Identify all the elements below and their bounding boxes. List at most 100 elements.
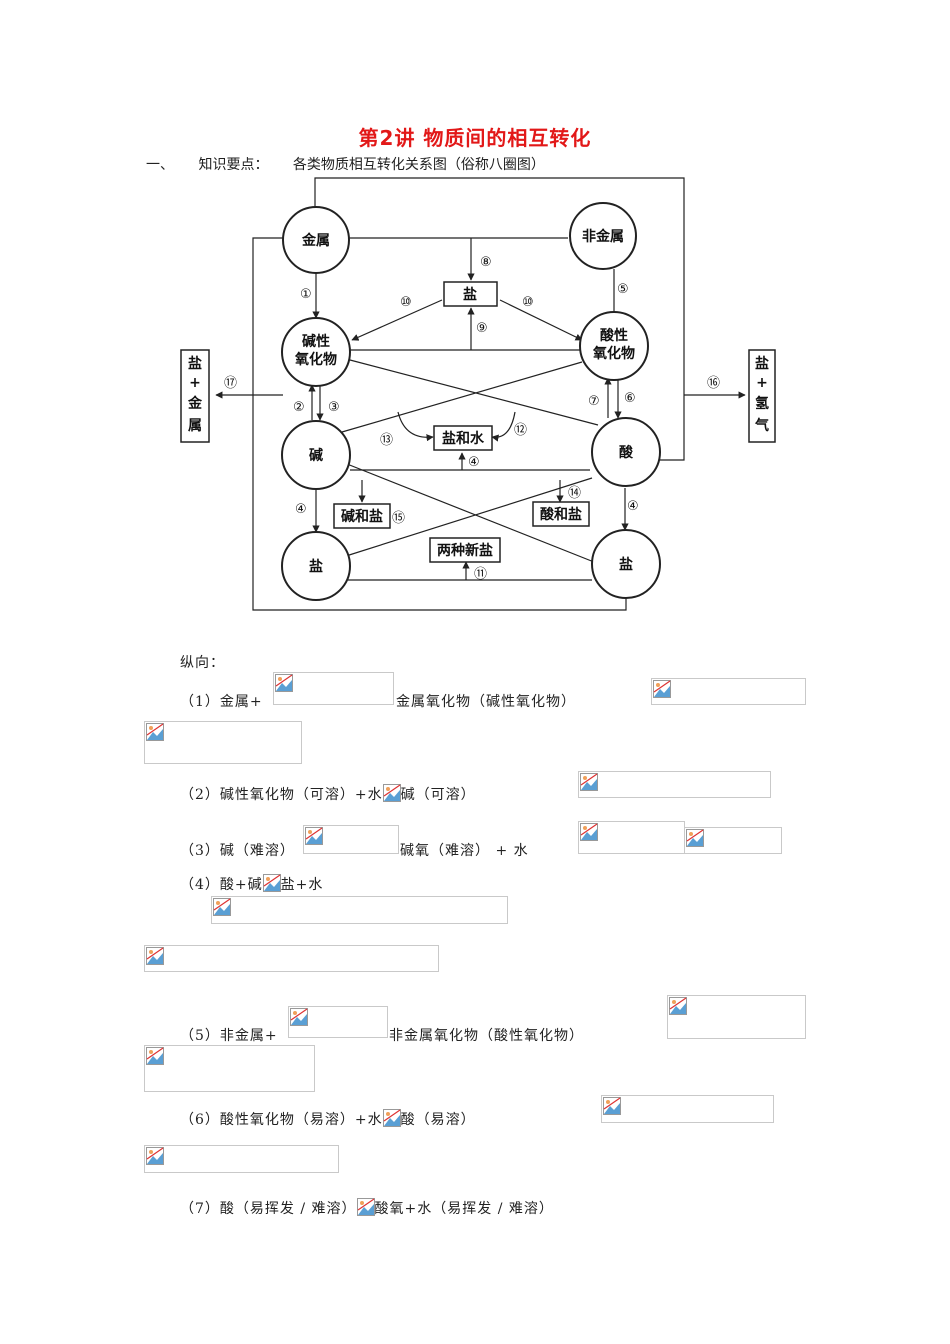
marker-2: ②: [293, 400, 305, 415]
item-4-end: 盐+水: [280, 877, 324, 893]
base-salt-box: [333, 503, 391, 529]
item-1-end: 金属氧化物（碱性氧化物）: [396, 694, 576, 710]
marker-8: ⑧: [480, 255, 492, 270]
basic-oxide-label-1: 碱性: [302, 333, 330, 350]
acid-salt-box: [532, 501, 590, 527]
item-2-start: （2）碱性氧化物（可溶）+水: [180, 787, 383, 803]
acidic-oxide-label-2: 氧化物: [592, 345, 635, 362]
placeholder-9: [144, 945, 439, 972]
two-salts-box: [429, 537, 501, 563]
salt-top-label: 盐: [463, 286, 477, 303]
broken-image-icon: [146, 947, 164, 965]
broken-image-icon: [356, 1198, 375, 1216]
broken-image-icon: [603, 1097, 621, 1115]
item-4-start: （4）酸+碱: [180, 877, 263, 893]
broken-image-icon: [146, 1047, 164, 1065]
placeholder-5: [303, 825, 399, 854]
acidic-oxide-label-1: 酸性: [600, 327, 628, 344]
salt-metal-label-3: 金: [187, 395, 203, 412]
marker-15: ⑮: [392, 511, 405, 526]
nonmetal-circle: [569, 202, 637, 270]
marker-17: ⑰: [224, 376, 237, 391]
placeholder-11: [667, 995, 806, 1039]
item-3-end: 碱氧（难溶） + 水: [400, 843, 529, 859]
broken-image-icon: [653, 680, 671, 698]
placeholder-6: [578, 821, 685, 854]
marker-16: ⑯: [707, 376, 720, 391]
marker-1: ①: [300, 287, 312, 302]
broken-image-icon: [382, 1109, 401, 1127]
base-salt-label: 碱和盐: [341, 508, 383, 525]
acid-circle: [591, 417, 661, 487]
base-circle: [281, 420, 351, 490]
broken-image-icon: [146, 1147, 164, 1165]
item-5-start: （5）非金属+: [180, 1028, 278, 1044]
marker-14: ⑭: [568, 486, 581, 501]
salt-metal-box: [180, 349, 210, 443]
item-7-end: 酸氧+水（易挥发 / 难溶）: [374, 1201, 554, 1217]
section-label: 纵向：: [180, 655, 225, 671]
nonmetal-label: 非金属: [582, 228, 624, 245]
item-2-end: 碱（可溶）: [400, 787, 476, 803]
salt-hydrogen-label-4: 气: [754, 417, 769, 434]
item-4: （4）酸+碱 盐+水: [180, 874, 323, 894]
marker-5: ⑤: [617, 282, 629, 297]
broken-image-icon: [262, 874, 281, 892]
salt-hydrogen-label-1: 盐: [755, 355, 769, 372]
placeholder-3: [144, 721, 302, 764]
salt-right-circle: [591, 529, 661, 599]
cross-line-4: [345, 477, 593, 557]
metal-label: 金属: [301, 232, 330, 249]
item-1-start: （1）金属+: [180, 694, 263, 710]
salt-top-box: [443, 281, 498, 307]
base-label: 碱: [309, 447, 323, 464]
broken-image-icon: [275, 674, 293, 692]
marker-13: ⑬: [380, 433, 393, 448]
salt-metal-label-4: 属: [188, 418, 202, 434]
item-2: （2）碱性氧化物（可溶）+水 碱（可溶）: [180, 784, 476, 804]
placeholder-1: [273, 672, 394, 705]
marker-3: ③: [328, 400, 340, 415]
intro-line: 一、 知识要点： 各类物质相互转化关系图（俗称八圈图）: [146, 154, 565, 174]
salt-right-label: 盐: [619, 556, 633, 573]
placeholder-10: [288, 1006, 388, 1038]
conversion-diagram: 金属 非金属 碱性 氧化物 酸性 氧化物 碱 酸 盐 盐 盐 盐和水 碱和盐 酸…: [180, 177, 776, 611]
placeholder-14: [144, 1145, 339, 1173]
salt-hydrogen-label-2: +: [756, 375, 768, 391]
broken-image-icon: [290, 1008, 308, 1026]
placeholder-2: [651, 678, 806, 705]
item-7-start: （7）酸（易挥发 / 难溶）: [180, 1201, 357, 1217]
metal-circle: [282, 206, 350, 274]
broken-image-icon: [686, 829, 704, 847]
marker-10-right: ⑩: [522, 295, 534, 310]
placeholder-13: [601, 1095, 774, 1123]
basic-oxide-circle: [281, 317, 351, 387]
marker-6: ⑥: [624, 391, 636, 406]
broken-image-icon: [146, 723, 164, 741]
arrow-12: [491, 411, 516, 442]
cross-line-1: [349, 359, 599, 426]
salt-metal-label-1: 盐: [188, 355, 202, 372]
cross-line-2: [341, 361, 583, 433]
marker-7: ⑦: [588, 394, 600, 409]
placeholder-7: [684, 827, 782, 854]
marker-11: ⑪: [474, 567, 487, 582]
salt-left-label: 盐: [309, 558, 323, 575]
marker-4-right: ④: [627, 499, 639, 514]
placeholder-8: [211, 896, 508, 924]
placeholder-4: [578, 771, 771, 798]
top-loop-line: [314, 177, 685, 461]
broken-image-icon: [213, 898, 231, 916]
left-loop-line: [252, 237, 627, 611]
arrow-10-left: [351, 299, 443, 341]
intro-text: 各类物质相互转化关系图（俗称八圈图）: [292, 157, 545, 173]
salt-water-label: 盐和水: [442, 430, 485, 447]
placeholder-12: [144, 1045, 315, 1092]
salt-hydrogen-box: [748, 349, 776, 443]
broken-image-icon: [580, 773, 598, 791]
broken-image-icon: [382, 784, 401, 802]
marker-9: ⑨: [476, 321, 488, 336]
salt-water-box: [433, 425, 493, 451]
arrow-10-right: [499, 299, 583, 341]
salt-left-circle: [281, 531, 351, 601]
